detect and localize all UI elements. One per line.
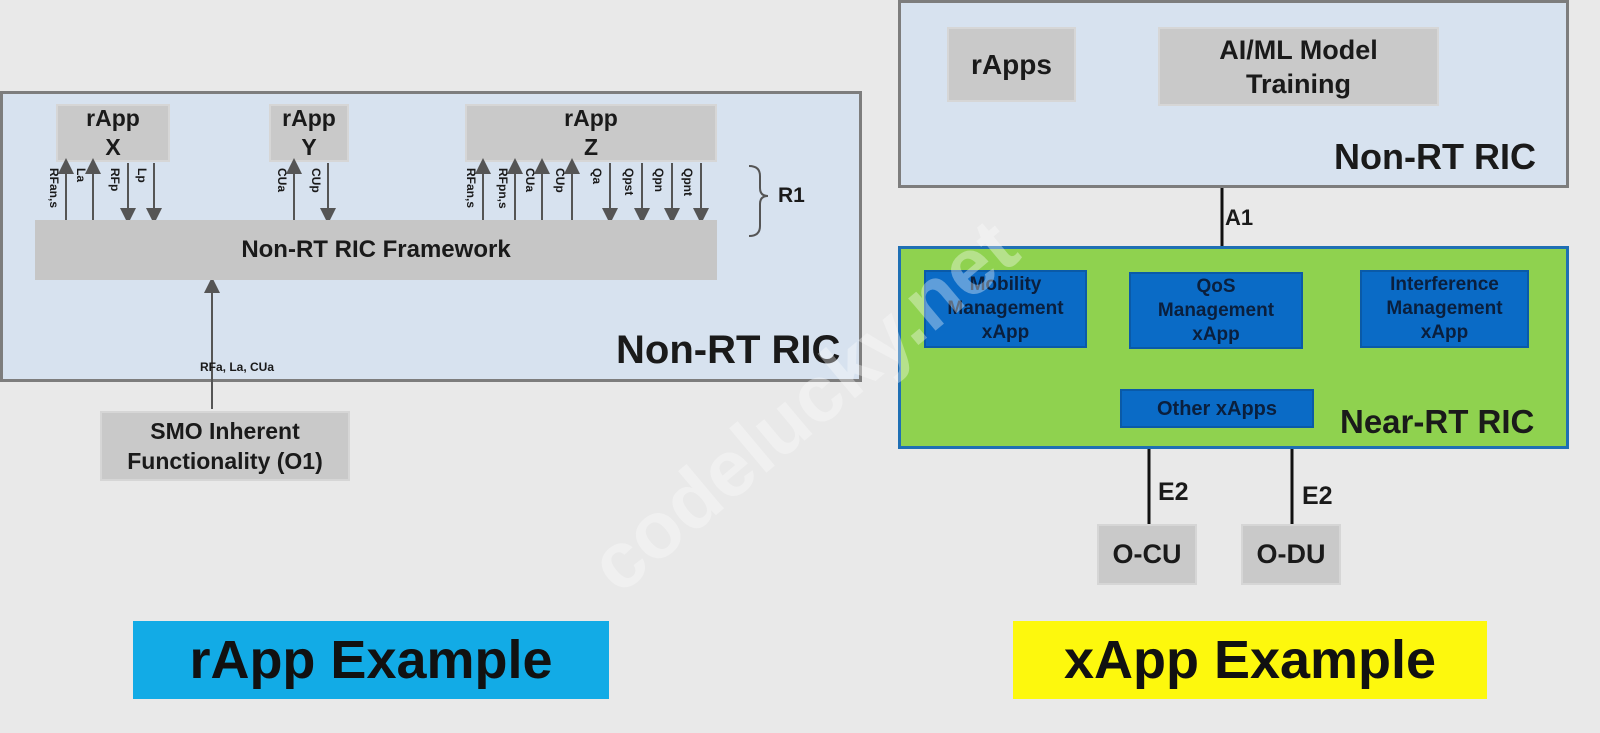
aiml-line1: AI/ML Model: [1219, 34, 1378, 65]
rapp-z-line2: Z: [583, 134, 599, 160]
y-signal-2: CUp: [309, 168, 323, 193]
right-non-rt-ric-label: Non-RT RIC: [1334, 136, 1536, 177]
rapp-x-box: rApp X: [56, 104, 170, 162]
smo-signals-label: RFa, La, CUa: [200, 360, 275, 374]
e2-interface-label-1: E2: [1158, 478, 1189, 506]
rapp-y-line2: Y: [301, 134, 317, 160]
interference-xapp-box: Interference Management xApp: [1360, 270, 1529, 348]
rapp-example-banner: rApp Example: [133, 621, 609, 699]
r1-interface-label: R1: [778, 184, 805, 207]
mobility-line3: xApp: [981, 322, 1030, 343]
x-signal-4: Lp: [135, 168, 149, 183]
qos-line2: Management: [1157, 299, 1275, 321]
e2-interface-label-2: E2: [1302, 482, 1333, 510]
a1-interface-label: A1: [1225, 205, 1254, 230]
xapp-example-banner: xApp Example: [1013, 621, 1487, 699]
o-cu-box: O-CU: [1097, 524, 1197, 585]
rapps-box: rApps: [947, 27, 1076, 102]
smo-line2: Functionality (O1): [127, 448, 323, 474]
rapp-z-line1: rApp: [564, 105, 618, 131]
mobility-xapp-box: Mobility Management xApp: [924, 270, 1087, 348]
smo-line1: SMO Inherent: [150, 418, 300, 444]
non-rt-ric-label: Non-RT RIC: [616, 328, 841, 372]
interference-line1: Interference: [1390, 274, 1499, 295]
z-signal-4: CUp: [553, 168, 567, 193]
qos-line3: xApp: [1192, 323, 1240, 345]
qos-line1: QoS: [1196, 275, 1236, 297]
rapp-y-line1: rApp: [282, 105, 336, 131]
rapp-z-box: rApp Z: [465, 104, 717, 162]
qos-xapp-box: QoS Management xApp: [1129, 272, 1303, 349]
mobility-line1: Mobility: [969, 274, 1042, 295]
near-rt-ric-label: Near-RT RIC: [1340, 403, 1535, 440]
z-signal-5: Qa: [590, 168, 604, 185]
smo-inherent-box: SMO Inherent Functionality (O1): [100, 411, 350, 481]
aiml-line2: Training: [1245, 68, 1351, 99]
z-signal-8: Qpnt: [681, 168, 695, 196]
rapp-x-line2: X: [105, 134, 121, 160]
interference-line3: xApp: [1420, 322, 1469, 343]
o-du-box: O-DU: [1241, 524, 1341, 585]
x-signal-2: La: [74, 168, 88, 183]
other-xapps-box: Other xApps: [1120, 389, 1314, 428]
mobility-line2: Management: [947, 298, 1064, 319]
interference-line2: Management: [1386, 298, 1503, 319]
non-rt-ric-framework-box: Non-RT RIC Framework: [35, 220, 717, 280]
rapp-y-box: rApp Y: [269, 104, 349, 162]
rapp-x-line1: rApp: [86, 105, 140, 131]
aiml-training-box: AI/ML Model Training: [1158, 27, 1439, 106]
